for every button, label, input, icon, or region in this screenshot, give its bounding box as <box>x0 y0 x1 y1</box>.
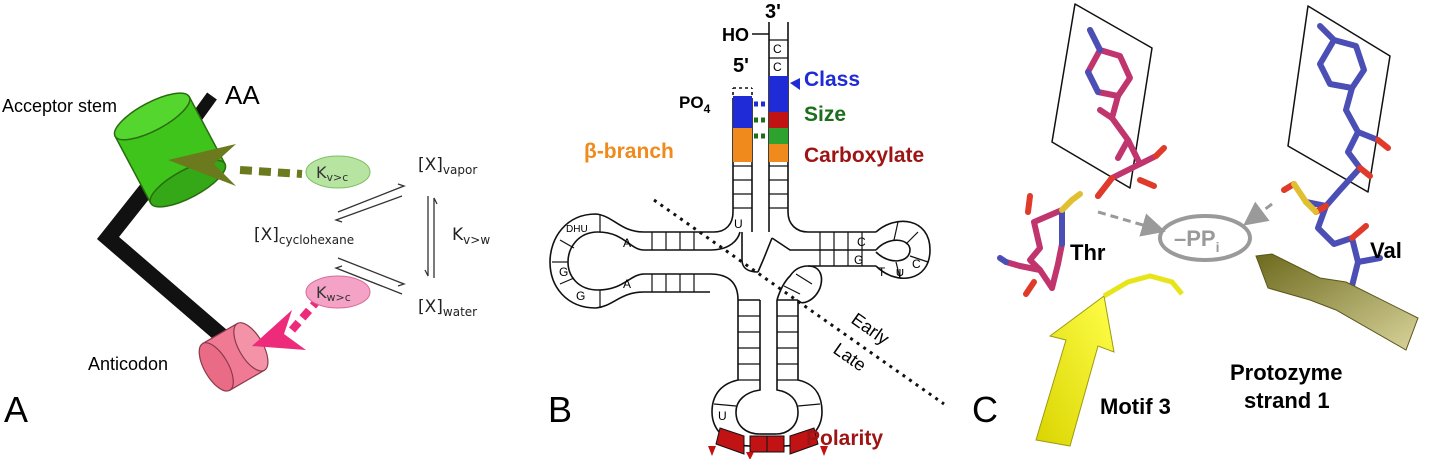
acceptor-binding-arrowhead <box>168 144 236 186</box>
k-vc-label: Kv>c <box>316 163 348 184</box>
acceptor-colored-boxes <box>733 76 788 162</box>
ppi-ellipse <box>1158 214 1252 262</box>
beta-branch-label: β-branch <box>584 140 674 163</box>
polarity-boxes <box>708 427 828 459</box>
anticodon-binding-arrowhead <box>252 310 306 350</box>
class-label: Class <box>804 68 860 91</box>
size-label: Size <box>804 103 846 126</box>
interaction-dashes <box>754 78 800 139</box>
nt-u-acceptor: U <box>734 217 743 231</box>
acceptor-stem-cylinder <box>113 92 227 208</box>
aa-label: AA <box>225 80 260 110</box>
nt-a1: A <box>623 236 631 250</box>
early-late-divider <box>653 198 945 406</box>
k-wc-ellipse <box>305 275 371 309</box>
k-vc-ellipse <box>305 155 371 189</box>
panel-a-letter: A <box>4 389 28 430</box>
early-label: Early <box>848 309 893 349</box>
equilibrium-arrows-vertical <box>424 196 438 278</box>
x-cyclohexane-label: [X]cyclohexane <box>254 225 354 247</box>
panel-c: Thr Val <box>972 3 1419 447</box>
nt-g1: G <box>559 265 568 279</box>
nt-c-tstem: C <box>857 235 866 249</box>
equilibrium-arrows-lower <box>334 257 406 295</box>
t-arm <box>757 220 931 304</box>
panel-a: AA Acceptor stem Kv>c Anticodon Kw>c [X]… <box>2 80 490 430</box>
po4-label: PO4 <box>679 93 711 116</box>
k-vw-label: Kv>w <box>452 225 490 247</box>
panel-b: C C 3' HO 5' PO4 Class Size β-branch Car… <box>548 1 945 459</box>
anticodon-stem-rungs <box>713 315 821 407</box>
val-label: Val <box>1370 238 1402 263</box>
ho-label: HO <box>722 25 749 45</box>
ppi-label: –PPi <box>1174 226 1219 255</box>
x-vapor-label: [X]vapor <box>418 155 477 177</box>
nt-t: T <box>878 265 886 279</box>
trna-backbone <box>96 180 244 357</box>
nt-c2: C <box>773 60 782 74</box>
protozyme-strand <box>1255 253 1419 351</box>
val-plane <box>1287 5 1391 193</box>
d-arm-rungs <box>552 214 695 308</box>
protozyme-label-line2: strand 1 <box>1244 388 1330 413</box>
t-arm-rungs <box>783 221 929 295</box>
acceptor-stem-rungs <box>733 39 788 209</box>
nt-c1: C <box>773 42 782 56</box>
x-water-label: [X]water <box>418 297 477 319</box>
val-to-ppi-arrow <box>1243 201 1273 226</box>
nt-g2: G <box>576 289 585 303</box>
thr-to-ppi-arrow <box>1097 210 1166 237</box>
anticodon-cylinder <box>198 322 269 392</box>
motif3-beta-strand <box>1035 273 1184 447</box>
acceptor-binding-dashes <box>239 166 303 178</box>
thr-molecule <box>997 3 1167 297</box>
anticodon-label: Anticodon <box>88 354 168 374</box>
k-wc-label: Kw>c <box>316 283 351 304</box>
nt-psi: ψ <box>896 265 904 279</box>
five-prime-label: 5' <box>733 55 749 77</box>
panel-c-letter: C <box>972 389 998 430</box>
nt-g-tstem: G <box>854 253 863 267</box>
nt-dhu: DHU <box>566 224 588 235</box>
nt-c-tloop: C <box>912 257 921 271</box>
late-label: Late <box>830 339 870 375</box>
thr-plane <box>1051 3 1153 189</box>
acceptor-stem-outline <box>644 22 876 233</box>
thr-label: Thr <box>1070 240 1106 265</box>
acceptor-stem-label: Acceptor stem <box>2 96 117 116</box>
equilibrium-arrows-upper <box>334 183 406 223</box>
anticodon-binding-dashes <box>288 297 322 333</box>
panel-b-letter: B <box>548 389 572 430</box>
nt-a2: A <box>623 277 631 291</box>
nt-u-anticodon: U <box>718 409 727 423</box>
carboxylate-label: Carboxylate <box>804 144 924 167</box>
protozyme-label-line1: Protozyme <box>1230 360 1342 385</box>
three-prime-label: 3' <box>765 1 781 23</box>
motif3-label: Motif 3 <box>1100 394 1171 419</box>
polarity-label: Polarity <box>806 427 883 450</box>
anticodon-arm <box>709 231 823 447</box>
